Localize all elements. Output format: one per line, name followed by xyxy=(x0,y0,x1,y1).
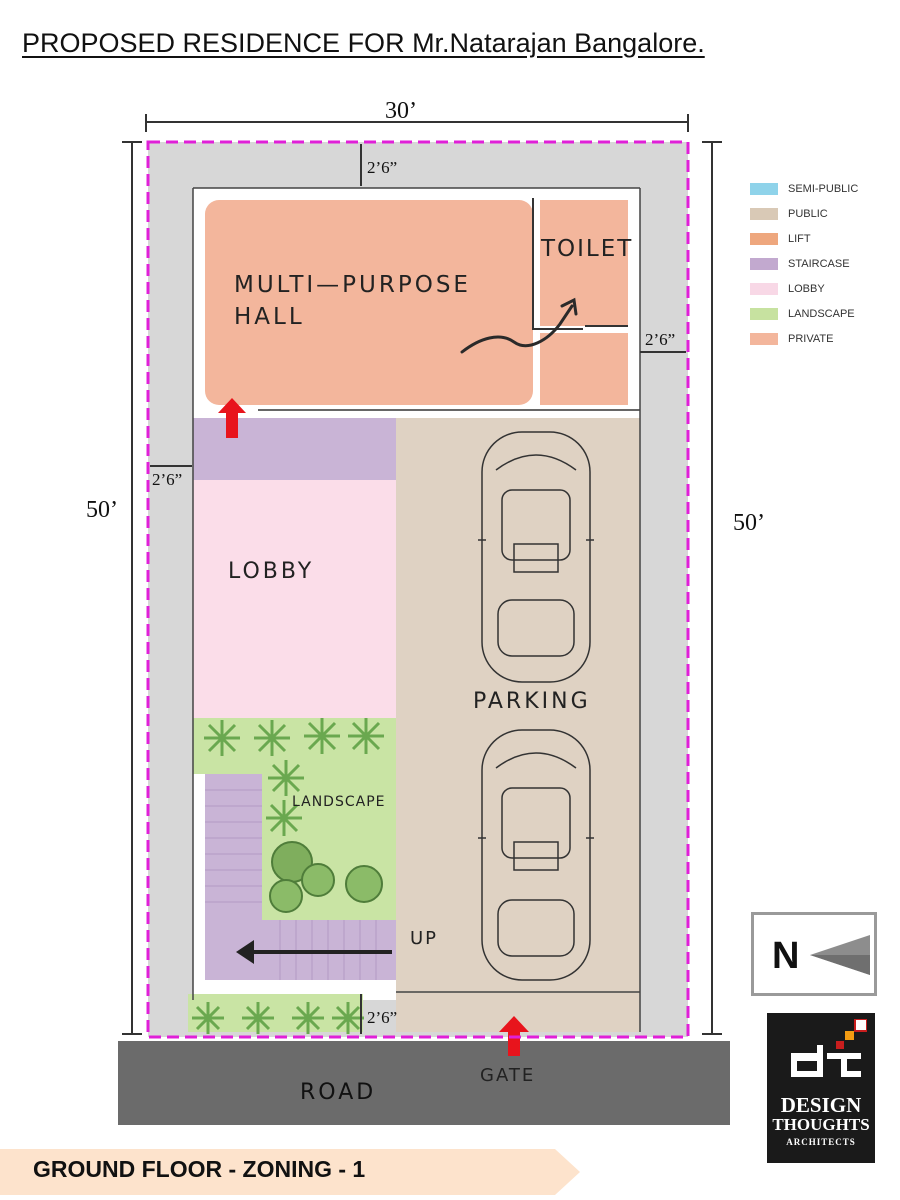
logo-text-design: DESIGN xyxy=(780,1093,862,1117)
hall-label-line2: HALL xyxy=(234,304,305,330)
plot-boundary xyxy=(146,140,690,1039)
hall-label-line1: MULTI—PURPOSE xyxy=(234,272,471,298)
legend-label: LIFT xyxy=(788,232,811,245)
landscape-top-zone xyxy=(193,718,396,774)
footer-band xyxy=(0,1149,580,1195)
legend-label: PUBLIC xyxy=(788,207,828,220)
dimension-width: 30’ xyxy=(385,98,417,124)
north-letter: N xyxy=(772,935,800,977)
firm-logo: DESIGN THOUGHTS ARCHITECTS xyxy=(767,1013,875,1163)
legend-swatch xyxy=(750,232,778,245)
legend-swatch xyxy=(750,257,778,270)
north-arrow-icon xyxy=(810,935,870,975)
logo-dt-mark-icon xyxy=(791,1019,867,1077)
parking-zone xyxy=(396,418,640,992)
setback-left-label: 2’6” xyxy=(152,470,183,489)
legend-swatch xyxy=(750,332,778,345)
legend-item-semi-public: SEMI-PUBLIC xyxy=(750,176,858,201)
legend-item-lobby: LOBBY xyxy=(750,276,858,301)
stair-up-label: UP xyxy=(410,928,439,949)
toilet-lower-zone xyxy=(540,333,628,405)
legend-label: LANDSCAPE xyxy=(788,307,855,320)
hall-wall-bottom xyxy=(193,405,640,413)
sheet-label: GROUND FLOOR - ZONING - 1 xyxy=(33,1156,366,1182)
scribble-arrow-line xyxy=(460,304,574,354)
car-icon-bottom xyxy=(478,729,594,981)
logo-text-thoughts: THOUGHTS xyxy=(772,1115,870,1134)
legend-swatch xyxy=(750,282,778,295)
road xyxy=(118,1041,730,1125)
legend: SEMI-PUBLIC PUBLIC LIFT STAIRCASE LOBBY … xyxy=(750,176,858,351)
gate-label: GATE xyxy=(480,1065,536,1086)
legend-swatch xyxy=(750,182,778,195)
legend-item-lift: LIFT xyxy=(750,226,858,251)
plant-icons xyxy=(192,718,384,1034)
legend-item-staircase: STAIRCASE xyxy=(750,251,858,276)
dimension-depth-right: 50’ xyxy=(733,510,765,536)
legend-label: SEMI-PUBLIC xyxy=(788,182,859,195)
drawing-title: PROPOSED RESIDENCE FOR Mr.Natarajan Bang… xyxy=(22,28,705,58)
lobby-zone xyxy=(193,480,396,718)
dimension-lines xyxy=(122,114,722,1035)
car-icon-top xyxy=(478,431,594,683)
setback-right-label: 2’6” xyxy=(645,330,676,349)
multipurpose-hall-zone xyxy=(205,200,533,405)
legend-label: STAIRCASE xyxy=(788,257,850,270)
legend-item-landscape: LANDSCAPE xyxy=(750,301,858,326)
road-label: ROAD xyxy=(300,1080,377,1105)
lobby-label: LOBBY xyxy=(228,559,315,584)
landscape-label: LANDSCAPE xyxy=(292,794,386,810)
legend-label: PRIVATE xyxy=(788,332,834,345)
parking-label: PARKING xyxy=(473,689,591,714)
legend-label: LOBBY xyxy=(788,282,825,295)
wall-lines xyxy=(192,187,641,1032)
setback-top-label: 2’6” xyxy=(367,158,398,177)
toilet-zone xyxy=(540,200,628,326)
legend-item-private: PRIVATE xyxy=(750,326,858,351)
legend-item-public: PUBLIC xyxy=(750,201,858,226)
legend-swatch xyxy=(750,207,778,220)
toilet-label: TOILET xyxy=(541,236,634,262)
staircase-landing-zone xyxy=(193,418,396,480)
north-indicator: N xyxy=(751,912,877,996)
dimension-depth-left: 50’ xyxy=(86,497,118,523)
logo-text-architects: ARCHITECTS xyxy=(786,1137,856,1147)
staircase xyxy=(205,774,396,980)
legend-swatch xyxy=(750,307,778,320)
scribble-arrow-head xyxy=(560,297,578,316)
setback-bottom-label: 2’6” xyxy=(367,1008,398,1027)
